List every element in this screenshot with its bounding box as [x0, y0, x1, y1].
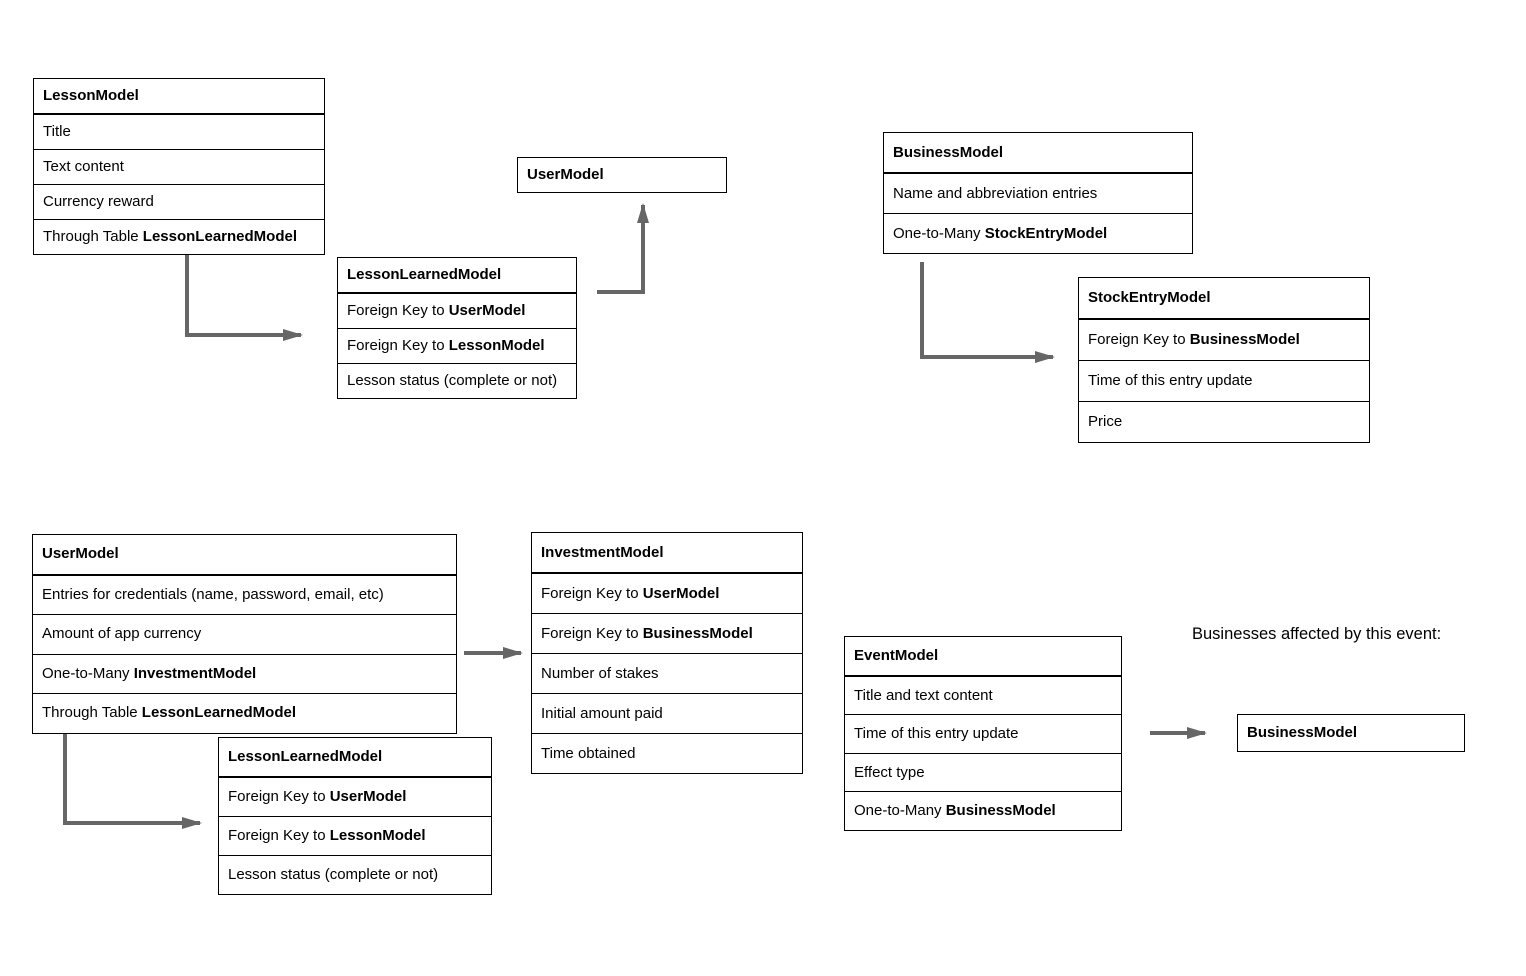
box-business-model-ref: BusinessModel	[1237, 714, 1465, 752]
table-title: UserModel	[33, 535, 456, 575]
table-row: Time of this entry update	[1079, 360, 1369, 401]
table-title: UserModel	[527, 166, 604, 183]
table-row: Amount of app currency	[33, 614, 456, 654]
arrow-businessmodel-to-stockentrymodel	[920, 262, 1055, 363]
table-row: Foreign Key to UserModel	[219, 777, 491, 816]
table-title: LessonLearnedModel	[338, 258, 576, 293]
table-row: Entries for credentials (name, password,…	[33, 574, 456, 615]
table-row: Text content	[34, 149, 324, 184]
businesses-affected-label: Businesses affected by this event:	[1192, 625, 1442, 643]
table-row: Foreign Key to BusinessModel	[532, 613, 802, 653]
table-title: LessonModel	[34, 79, 324, 114]
table-row: Through Table LessonLearnedModel	[33, 693, 456, 733]
table-row: One-to-Many StockEntryModel	[884, 213, 1192, 253]
table-row: Time obtained	[532, 733, 802, 773]
table-row: Lesson status (complete or not)	[338, 363, 576, 398]
table-row: Time of this entry update	[845, 714, 1121, 753]
table-row: One-to-Many InvestmentModel	[33, 653, 456, 694]
table-row: Effect type	[845, 752, 1121, 792]
box-user-model: UserModel	[517, 157, 727, 193]
table-row: Foreign Key to LessonModel	[219, 816, 491, 855]
table-row: Title and text content	[845, 675, 1121, 715]
arrow-lessonmodel-to-lessonlearnedmodel	[185, 255, 303, 341]
table-row: Currency reward	[34, 184, 324, 219]
table-title: BusinessModel	[884, 133, 1192, 173]
table-row: Lesson status (complete or not)	[219, 855, 491, 894]
arrow-usermodel-to-lessonlearnedmodel	[63, 733, 202, 829]
table-row: Price	[1079, 401, 1369, 442]
table-row: Number of stakes	[532, 653, 802, 693]
table-row: Foreign Key to UserModel	[338, 293, 576, 328]
table-title: InvestmentModel	[532, 533, 802, 573]
table-row: One-to-Many BusinessModel	[845, 791, 1121, 830]
table-row: Foreign Key to BusinessModel	[1079, 319, 1369, 360]
table-row: Through Table LessonLearnedModel	[34, 219, 324, 254]
table-title: StockEntryModel	[1079, 278, 1369, 319]
table-title: EventModel	[845, 637, 1121, 676]
table-title: BusinessModel	[1247, 724, 1358, 741]
table-row: Initial amount paid	[532, 693, 802, 733]
table-row: Foreign Key to LessonModel	[338, 328, 576, 363]
table-row: Title	[34, 114, 324, 149]
arrow-lessonlearnedmodel-to-usermodel	[597, 203, 649, 294]
table-row: Name and abbreviation entries	[884, 173, 1192, 213]
table-row: Foreign Key to UserModel	[532, 573, 802, 613]
table-title: LessonLearnedModel	[219, 738, 491, 777]
